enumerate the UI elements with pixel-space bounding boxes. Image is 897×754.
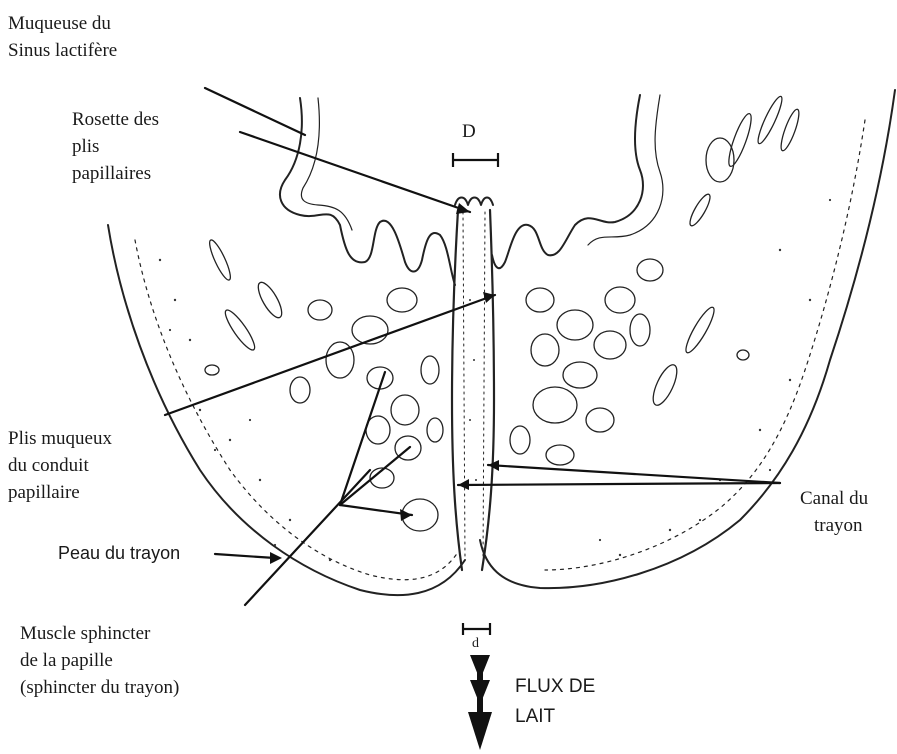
label-d-lower: d — [472, 630, 479, 657]
sinus-mucosa-right — [492, 95, 643, 268]
sinus-mucosa-left — [280, 98, 455, 285]
leader-canal-1 — [488, 465, 780, 483]
papillary-canal-left — [452, 210, 462, 570]
label-plis-muqueux: Plis muqueux du conduit papillaire — [8, 425, 112, 506]
papillary-canal-right — [482, 210, 494, 570]
leader-rosette — [240, 132, 470, 212]
label-rosette: Rosette des plis papillaires — [72, 106, 159, 187]
leader-plis-muqueux — [165, 295, 495, 415]
leader-muqueuse — [205, 88, 305, 135]
label-muscle-sphincter: Muscle sphincter de la papille (sphincte… — [20, 620, 179, 701]
label-flux-lait: FLUX DE LAIT — [515, 672, 595, 732]
leader-peau — [215, 554, 275, 558]
leader-canal-2 — [458, 483, 780, 485]
label-peau-trayon: Peau du trayon — [58, 540, 180, 567]
label-canal-trayon: Canal du trayon — [800, 485, 868, 539]
milk-flow-arrow — [468, 655, 492, 750]
label-d-upper: D — [462, 118, 476, 145]
label-muqueuse-sinus: Muqueuse du Sinus lactifère — [8, 10, 117, 64]
